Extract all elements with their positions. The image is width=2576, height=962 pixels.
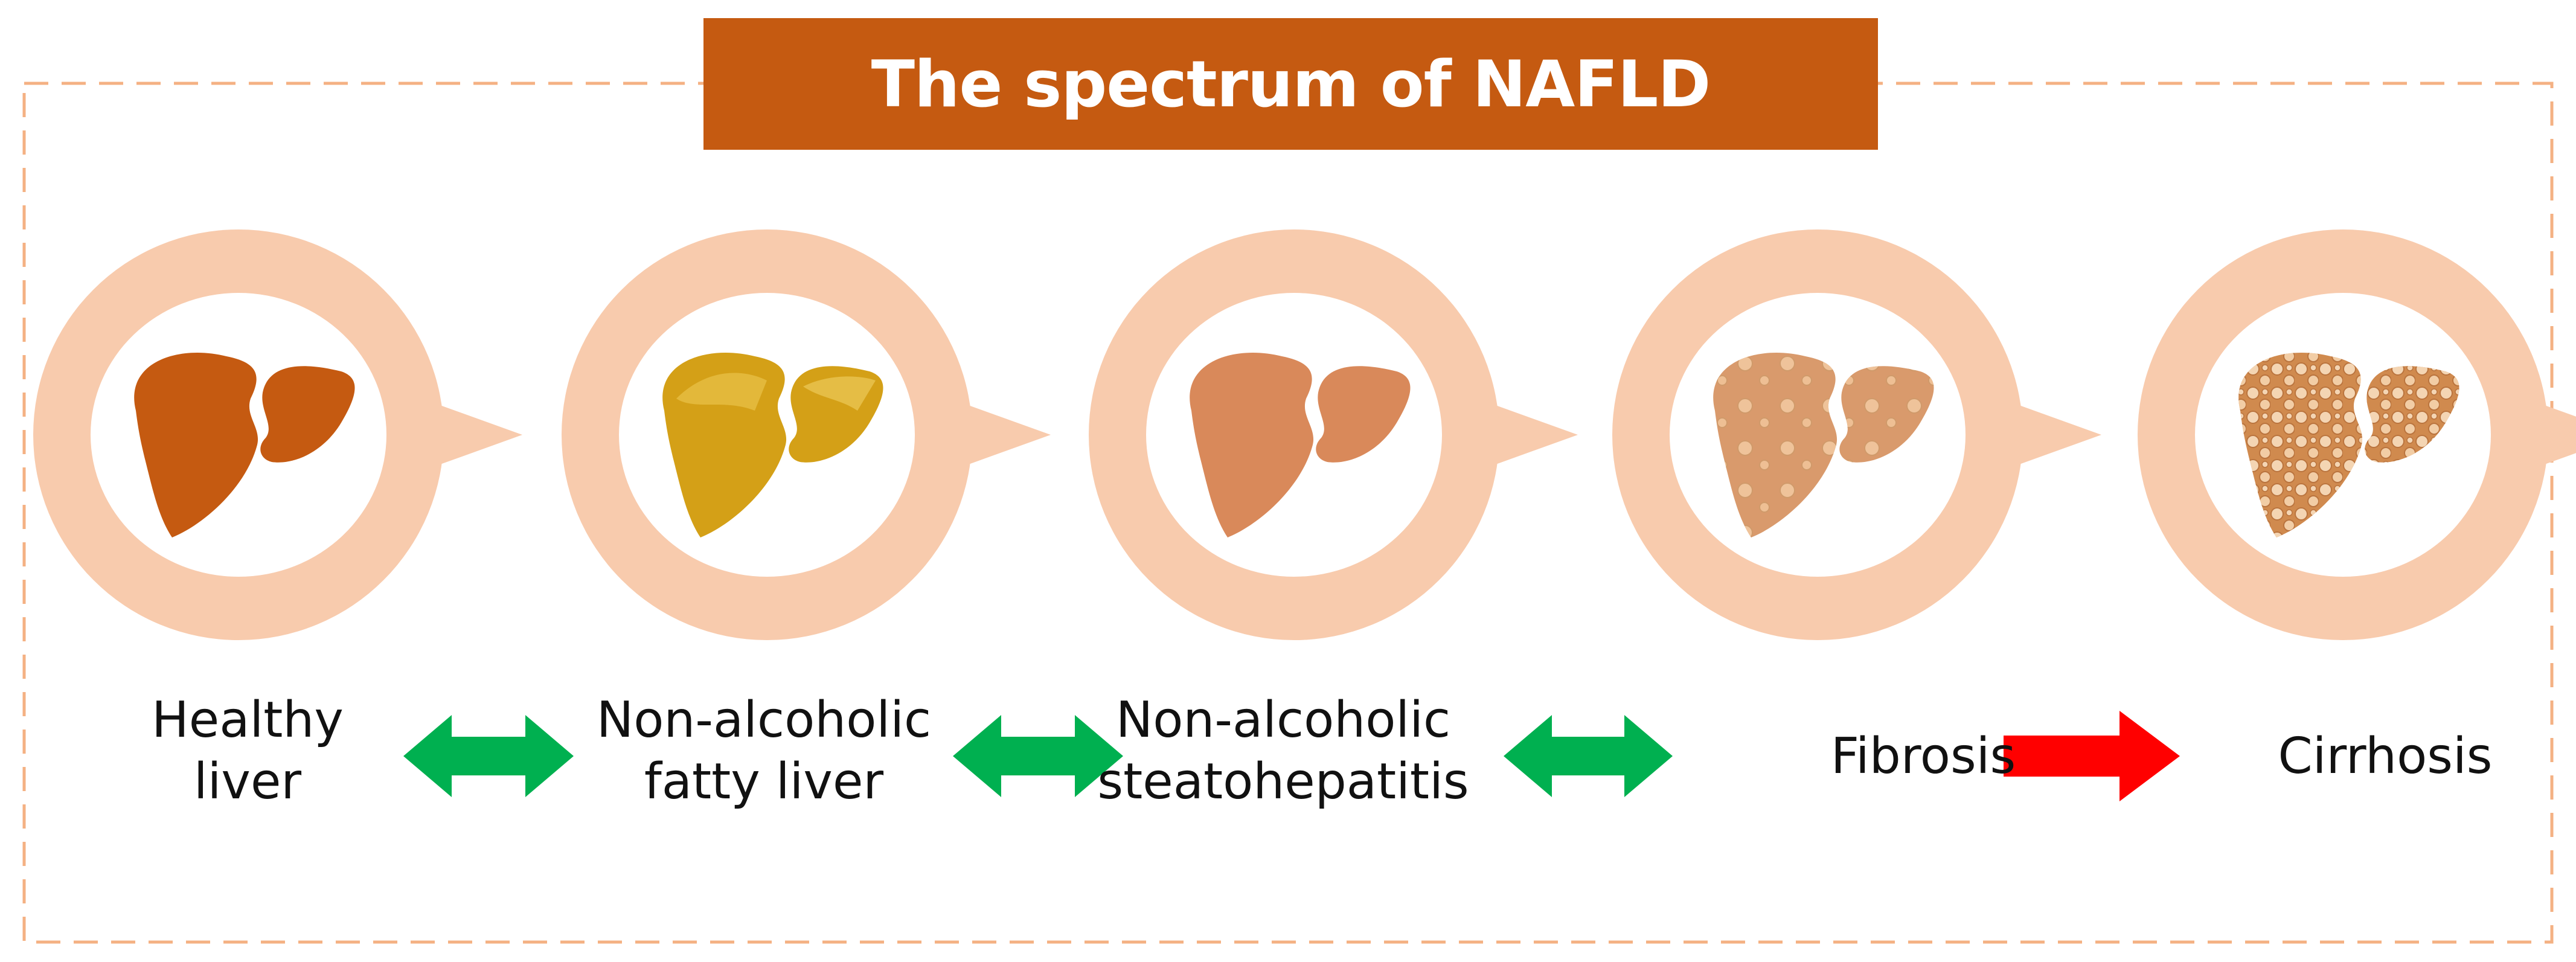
healthy-liver-icon — [134, 353, 355, 537]
stage-label-healthy: Healthy liver — [152, 691, 344, 810]
stage-label-cirrhosis: Cirrhosis — [2278, 728, 2493, 785]
stage-label-fibrosis: Fibrosis — [1830, 728, 2016, 785]
stage-bubble-4 — [1612, 229, 2101, 640]
dashed-frame — [22, 82, 2554, 944]
cirrhosis-liver-icon — [2238, 353, 2459, 537]
right-arrow-icon — [2004, 711, 2180, 801]
double-arrow-icon — [403, 715, 574, 797]
diagram-title: The spectrum of NAFLD — [871, 46, 1711, 121]
stage-bubble-1 — [33, 229, 522, 640]
fibrosis-liver-icon — [1713, 353, 1934, 537]
title-banner: The spectrum of NAFLD — [703, 18, 1878, 150]
fatty-liver-icon — [662, 353, 883, 537]
double-arrow-icon — [1504, 715, 1673, 797]
stage-bubble-3 — [1089, 229, 1578, 640]
double-arrow-icon — [953, 715, 1123, 797]
steatohepatitis-liver-icon — [1190, 353, 1411, 537]
stage-bubble-5 — [2138, 229, 2576, 640]
stage-label-fatty-liver: Non-alcoholic fatty liver — [596, 691, 932, 810]
stage-label-steatohepatitis: Non-alcoholic steatohepatitis — [1097, 691, 1469, 810]
stage-bubble-2 — [562, 229, 1051, 640]
